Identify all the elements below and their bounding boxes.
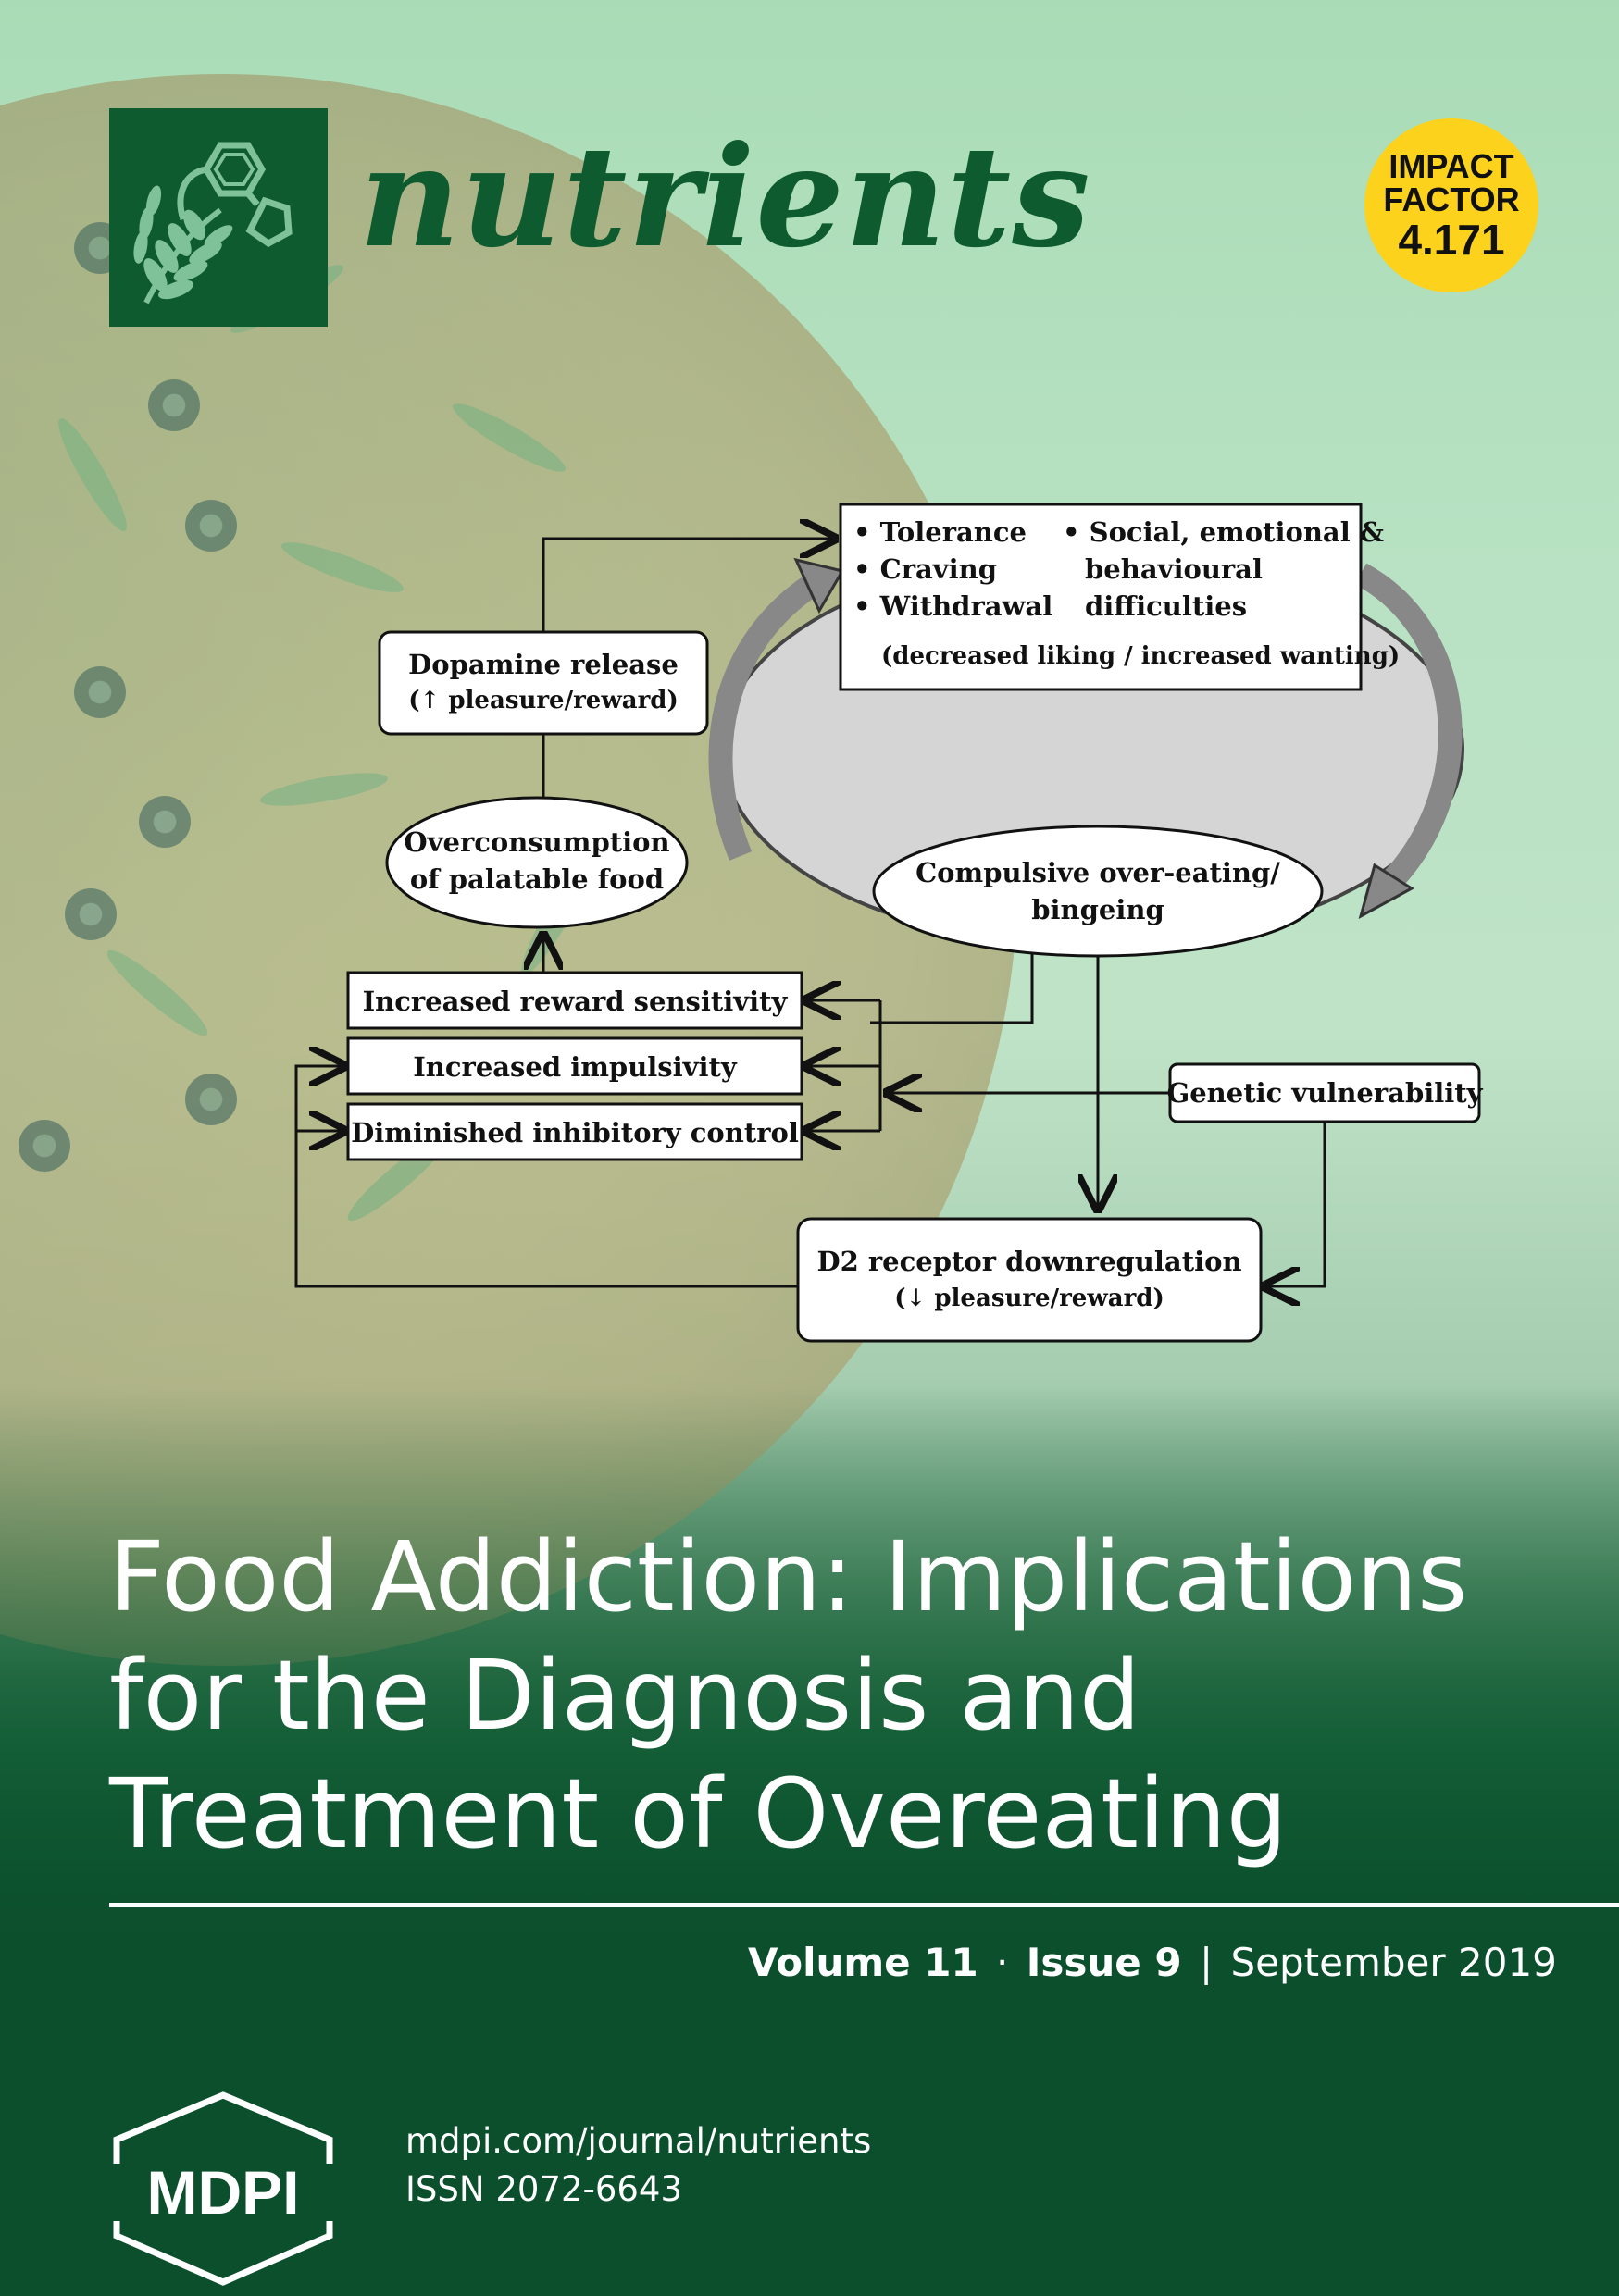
symptom-withdrawal: • Withdrawal bbox=[853, 590, 1052, 622]
arrow-dopamine-to-symptoms bbox=[542, 539, 833, 632]
line-compulsive-bracket bbox=[870, 953, 1034, 1024]
symptom-difficulties: difficulties bbox=[1085, 590, 1247, 622]
issn: ISSN 2072-6643 bbox=[405, 2169, 682, 2209]
mdpi-wordmark: MDPI bbox=[147, 2158, 300, 2227]
issue-bar: | bbox=[1199, 1940, 1214, 1985]
overconsumption-line2: of palatable food bbox=[410, 863, 664, 895]
volume-label: Volume 11 bbox=[748, 1940, 978, 1985]
d2-title: D2 receptor downregulation bbox=[816, 1246, 1241, 1277]
inhibitory-label: Diminished inhibitory control bbox=[351, 1117, 799, 1148]
symptom-behavioural: behavioural bbox=[1085, 553, 1263, 585]
title-divider bbox=[109, 1903, 1619, 1907]
symptom-craving: • Craving bbox=[853, 553, 997, 585]
bottom-green-gradient bbox=[0, 1388, 1619, 2296]
impact-factor-badge: IMPACT FACTOR 4.171 bbox=[1364, 118, 1538, 292]
dopamine-box bbox=[378, 630, 709, 736]
factor-label: FACTOR bbox=[1383, 180, 1520, 218]
cycle-arrowhead-right bbox=[1358, 863, 1414, 920]
impact-label: IMPACT bbox=[1389, 147, 1514, 185]
title-line-1: Food Addiction: Implications bbox=[109, 1520, 1468, 1633]
impulsivity-box bbox=[346, 1036, 803, 1096]
dopamine-sub: (↑ pleasure/reward) bbox=[408, 687, 679, 714]
compulsive-line1: Compulsive over-eating/ bbox=[915, 857, 1280, 888]
d2-box bbox=[796, 1217, 1263, 1343]
arrow-d2-to-impulsivity bbox=[294, 1066, 798, 1288]
impact-factor-value: 4.171 bbox=[1398, 216, 1505, 264]
symptoms-box bbox=[839, 503, 1363, 691]
symptoms-note: (decreased liking / increased wanting) bbox=[881, 642, 1400, 670]
arrow-genetic-to-d2 bbox=[1266, 1122, 1326, 1286]
cycle-arrowhead-left bbox=[793, 557, 845, 614]
symptom-tolerance: • Tolerance bbox=[853, 516, 1027, 548]
title-line-3: Treatment of Overeating bbox=[109, 1757, 1288, 1870]
genetic-label: Genetic vulnerability bbox=[1166, 1077, 1483, 1109]
inhibitory-box bbox=[346, 1102, 803, 1161]
impulsivity-label: Increased impulsivity bbox=[413, 1051, 738, 1083]
mdpi-logo: MDPI bbox=[109, 2091, 337, 2286]
d2-sub: (↓ pleasure/reward) bbox=[894, 1285, 1164, 1312]
symptom-social: • Social, emotional & bbox=[1063, 516, 1384, 548]
compulsive-ellipse bbox=[872, 825, 1324, 958]
cycle-arrow-right bbox=[1354, 563, 1463, 902]
journal-url[interactable]: mdpi.com/journal/nutrients bbox=[405, 2121, 872, 2161]
dopamine-title: Dopamine release bbox=[408, 649, 679, 680]
title-line-2: for the Diagnosis and bbox=[109, 1639, 1141, 1752]
nutrients-logo bbox=[109, 108, 328, 327]
cycle-arrow-left bbox=[708, 573, 822, 861]
reward-sensitivity-label: Increased reward sensitivity bbox=[363, 986, 789, 1017]
overconsumption-line1: Overconsumption bbox=[404, 826, 669, 858]
compulsive-line2: bingeing bbox=[1031, 894, 1164, 925]
issue-label: Issue 9 bbox=[1026, 1940, 1182, 1985]
issue-date: September 2019 bbox=[1230, 1940, 1557, 1985]
issue-info: Volume 11 · Issue 9 | September 2019 bbox=[748, 1940, 1557, 1985]
food-addiction-diagram: • Tolerance • Craving • Withdrawal • Soc… bbox=[294, 503, 1484, 1343]
journal-name: nutrients bbox=[359, 116, 1091, 279]
issue-dot: · bbox=[996, 1940, 1009, 1985]
cover-title: Food Addiction: Implications for the Dia… bbox=[109, 1518, 1553, 1873]
overconsumption-ellipse bbox=[385, 796, 689, 929]
reward-sensitivity-box bbox=[346, 971, 803, 1030]
